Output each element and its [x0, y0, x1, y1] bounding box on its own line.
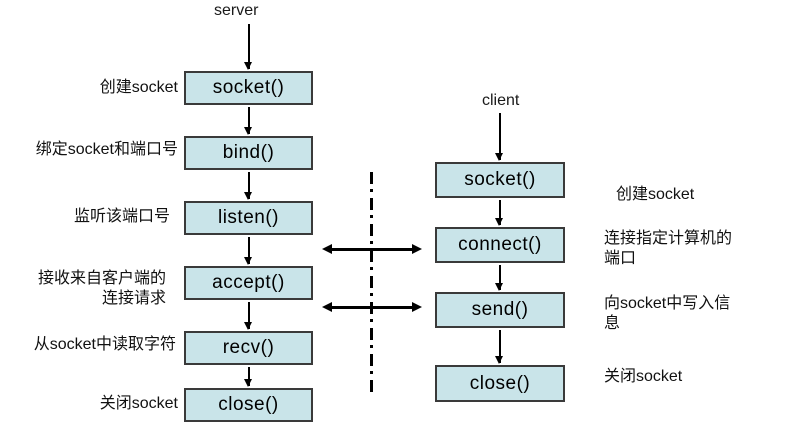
arrow-down-icon	[245, 302, 251, 330]
client-label-send-line1: 向socket中写入信	[604, 295, 731, 312]
server-title: server	[214, 2, 259, 19]
arrow-down-icon	[496, 265, 502, 291]
server-step-close: close()	[184, 388, 313, 422]
server-step-socket: socket()	[184, 71, 313, 105]
client-label-connect-line2: 端口	[604, 250, 637, 267]
bidirectional-arrow-icon	[322, 302, 422, 311]
divider-line	[370, 172, 373, 395]
client-title: client	[482, 92, 520, 109]
arrow-down-icon	[245, 367, 251, 387]
server-label-accept-line1: 接收来自客户端的	[37, 270, 166, 287]
server-label-listen: 监听该端口号	[73, 208, 170, 225]
client-step-close: close()	[435, 365, 565, 402]
server-step-bind: bind()	[184, 136, 313, 170]
arrow-down-icon	[496, 330, 502, 364]
bidirectional-arrow-icon	[322, 244, 422, 253]
server-label-socket: 创建socket	[99, 79, 178, 96]
server-label-recv: 从socket中读取字符	[33, 336, 176, 353]
server-step-recv: recv()	[184, 331, 313, 365]
client-label-socket: 创建socket	[616, 186, 695, 203]
client-label-send: 向socket中写入信 息	[604, 294, 730, 334]
client-step-send: send()	[435, 292, 565, 328]
client-step-socket: socket()	[435, 162, 565, 198]
arrow-down-icon	[496, 113, 502, 161]
server-step-listen: listen()	[184, 201, 313, 235]
arrow-down-icon	[245, 24, 251, 70]
client-label-connect-line1: 连接指定计算机的	[604, 230, 733, 247]
server-label-bind: 绑定socket和端口号	[35, 141, 178, 158]
server-step-accept: accept()	[184, 266, 313, 300]
arrow-down-icon	[245, 237, 251, 265]
client-label-connect: 连接指定计算机的 端口	[604, 229, 732, 269]
arrow-down-icon	[496, 200, 502, 226]
server-label-accept-line2: 连接请求	[101, 290, 166, 307]
client-step-connect: connect()	[435, 227, 565, 263]
client-label-close: 关闭socket	[604, 368, 683, 385]
client-label-send-line2: 息	[604, 315, 621, 332]
server-label-close: 关闭socket	[99, 395, 178, 412]
server-label-accept: 接收来自客户端的 连接请求	[0, 269, 166, 309]
arrow-down-icon	[245, 107, 251, 135]
arrow-down-icon	[245, 172, 251, 200]
